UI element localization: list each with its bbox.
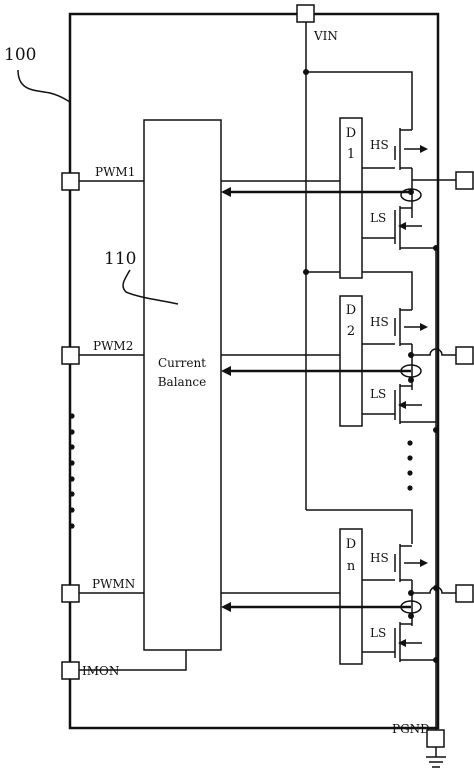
pwm2-pin-label: PWM2: [93, 339, 133, 353]
dn-hs-label: HS: [370, 551, 389, 565]
driver-d2-block: [339, 295, 363, 427]
d1-ls-label: LS: [370, 211, 386, 225]
hs-fet-2-arrow: [420, 323, 428, 331]
pwmn-pin: [61, 584, 80, 603]
vin-branch: [306, 509, 413, 544]
driver-dn-label-top: D: [346, 537, 356, 552]
sense1-arrow: [221, 187, 231, 197]
hs-fet-2: [362, 308, 412, 346]
driver-d2-label-bottom: 2: [347, 324, 355, 339]
d2-hs-label: HS: [370, 315, 389, 329]
vin-pin-label: VIN: [313, 29, 338, 43]
sw2-dot: [408, 352, 414, 358]
driver-d1-label-bottom: 1: [347, 147, 355, 162]
dn-ls-label: LS: [370, 626, 386, 640]
phase-1: D 1 HS LS: [221, 117, 474, 279]
pgnd-junction-dot: [433, 245, 439, 251]
imon-pin-label: IMON: [82, 664, 119, 678]
pwm2-pin: [61, 346, 80, 365]
sensen-dot: [408, 613, 414, 619]
pwm1-pin-label: PWM1: [95, 165, 135, 179]
ls-fet-1-arrow: [398, 222, 406, 230]
ls-fet-2-arrow: [398, 401, 406, 409]
d1-hs-label: HS: [370, 138, 389, 152]
left-ellipsis-dots: [69, 413, 75, 529]
hs-fet-1-arrow: [420, 145, 428, 153]
imon-pin: [61, 661, 80, 680]
imon-wire: [79, 650, 187, 671]
pwm1-pin: [61, 172, 80, 191]
sw1-pin: [455, 171, 474, 190]
driver-dn-label-bottom: n: [347, 559, 356, 574]
driver-d1-block: [339, 117, 363, 279]
chip-ref-leader: [17, 69, 71, 103]
current-balance-block: [143, 119, 222, 651]
ls-fet-1: [362, 206, 436, 250]
current-balance-label-line1: Current: [158, 356, 206, 370]
driver-d2-label-top: D: [346, 303, 356, 318]
sensen-arrow: [221, 602, 231, 612]
driver-d1-label-top: D: [346, 126, 356, 141]
pgnd-pin: [426, 729, 445, 748]
vin-branch: [306, 71, 413, 126]
hs-fet-n: [362, 544, 412, 582]
pgnd-pin-label: PGND: [392, 722, 430, 736]
hs-fet-1: [362, 128, 412, 170]
driver-dn-block: [339, 528, 363, 665]
swn-pin: [455, 584, 474, 603]
current-balance-ref-leader: [122, 269, 179, 305]
sense2-arrow: [221, 366, 231, 376]
current-balance-label-line2: Balance: [158, 375, 207, 389]
sw2-pin: [455, 346, 474, 365]
sense2-dot: [408, 377, 414, 383]
phase-ellipsis-dots: [407, 440, 413, 491]
d2-ls-label: LS: [370, 387, 386, 401]
pwmn-pin-label: PWMN: [92, 577, 135, 591]
phase-2: D 2 HS LS: [221, 295, 474, 433]
chip-outline: [68, 12, 440, 730]
ls-fet-n-arrow: [398, 639, 406, 647]
chip-ref-label: 100: [4, 45, 36, 65]
sw2-wire: [412, 348, 456, 356]
sense1-dot: [408, 189, 414, 195]
swn-dot: [408, 590, 414, 596]
hs-fet-n-arrow: [420, 559, 428, 567]
vin-pin: [296, 4, 315, 23]
ground-icon: [426, 747, 446, 768]
phase-n: D n HS LS: [221, 528, 474, 665]
current-balance-ref-label: 110: [104, 249, 136, 269]
